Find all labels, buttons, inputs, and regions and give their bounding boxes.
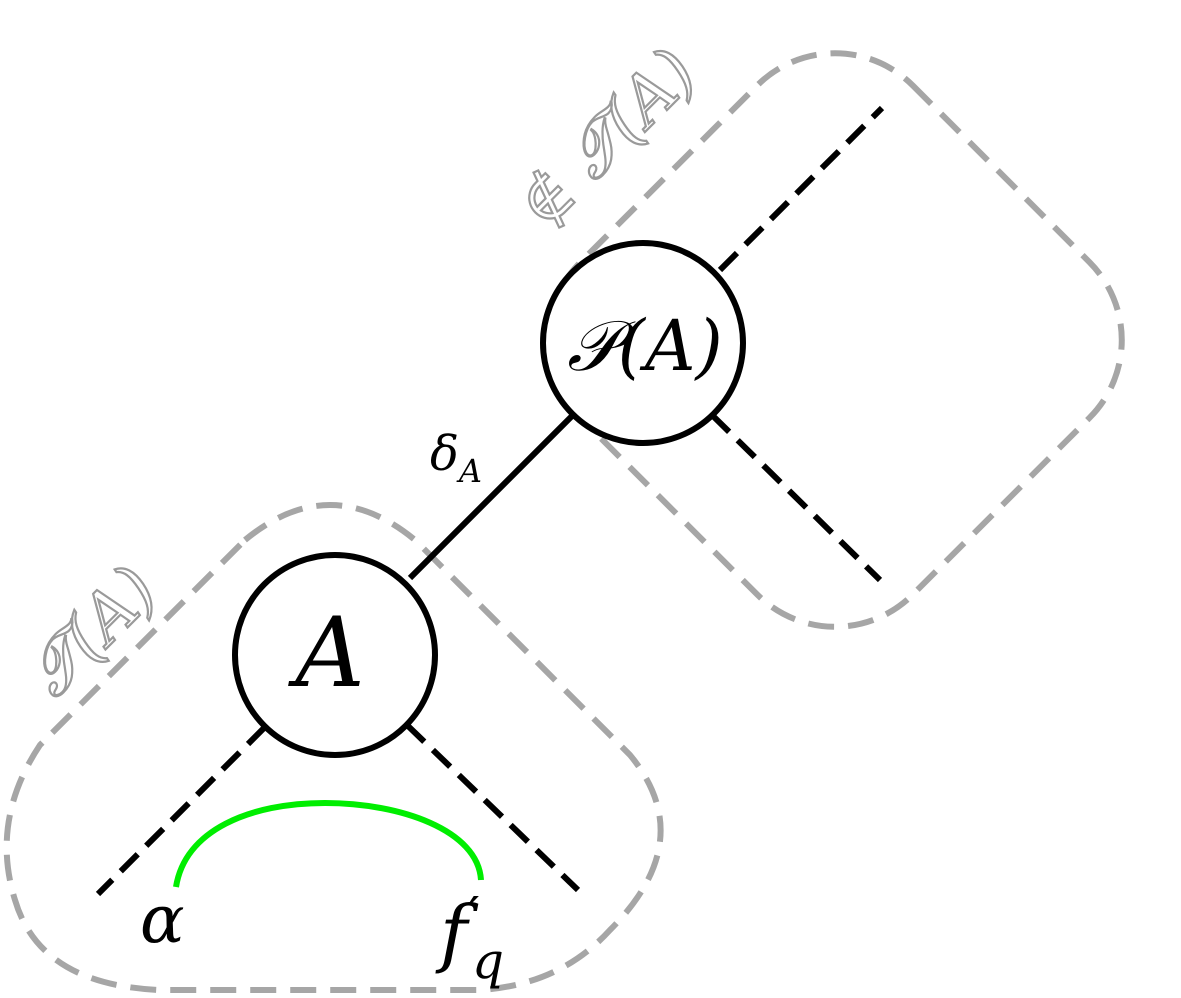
edge-label-subscript: A bbox=[456, 452, 482, 490]
parent-upper-edge bbox=[717, 105, 885, 273]
leaf-f-prime: ′ bbox=[467, 887, 479, 947]
subtree-label: 𝒯(A) bbox=[12, 551, 172, 711]
not-in-subtree-label: ∉ 𝒯(A) bbox=[502, 34, 712, 244]
child-node-circle bbox=[232, 552, 438, 758]
parent-child-edge bbox=[407, 409, 579, 581]
child-node: A bbox=[232, 552, 438, 758]
leaf-f-label: f′q bbox=[435, 887, 504, 990]
child-node-label: A bbox=[287, 597, 364, 709]
leaf-alpha-label: α bbox=[140, 881, 185, 958]
parent-node-label: 𝒫(A) bbox=[567, 305, 723, 387]
child-right-edge bbox=[404, 722, 581, 893]
child-left-edge bbox=[95, 724, 268, 897]
parent-lower-edge bbox=[709, 412, 883, 583]
leaf-path-arc bbox=[173, 799, 484, 888]
edge-label: δA bbox=[430, 426, 482, 490]
parent-node-circle bbox=[540, 240, 746, 446]
not-in-subtree-region bbox=[545, 50, 1125, 630]
leaf-f-subscript: q bbox=[472, 932, 504, 990]
edge-label-base: δ bbox=[430, 426, 459, 482]
parent-node: 𝒫(A) bbox=[540, 240, 746, 446]
